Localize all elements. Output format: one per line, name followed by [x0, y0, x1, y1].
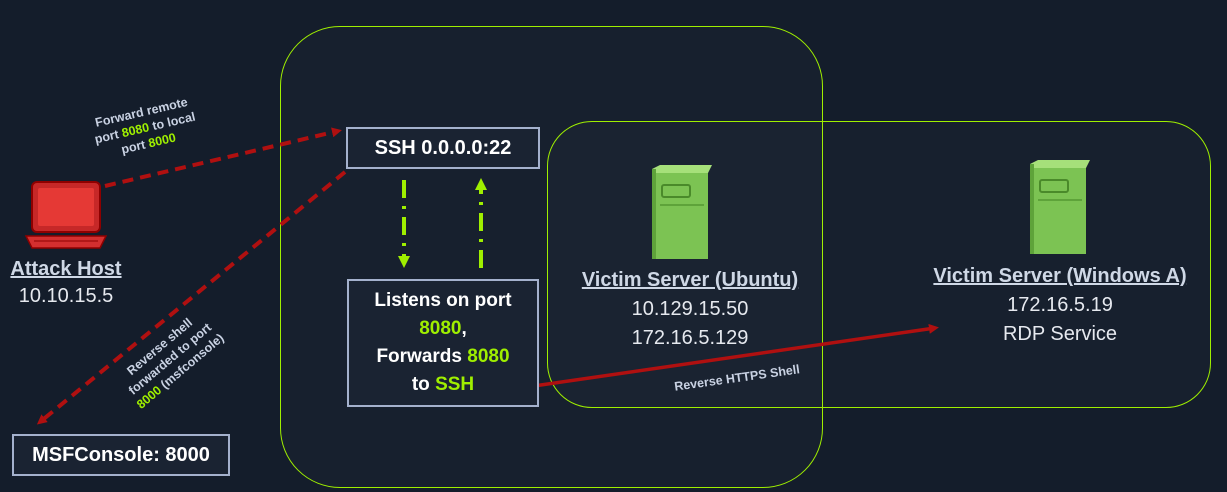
internal-network-zone	[547, 121, 1211, 408]
ubuntu-ip-1: 10.129.15.50	[631, 298, 749, 320]
listen-box: Listens on port 8080, Forwards 8080 to S…	[347, 279, 539, 407]
ubuntu-title: Victim Server (Ubuntu)	[581, 269, 799, 291]
listen-line-4: to SSH	[411, 374, 475, 395]
laptop-icon	[24, 181, 108, 249]
server-icon	[652, 165, 712, 259]
ssh-box: SSH 0.0.0.0:22	[346, 127, 540, 169]
pivot-zone	[280, 26, 823, 488]
attack-host-title: Attack Host	[10, 258, 122, 280]
reverse-shell-arrow	[36, 170, 347, 425]
listen-line-1: Listens on port	[374, 290, 512, 311]
listen-line-3: Forwards 8080	[376, 346, 510, 367]
ssh-box-label: SSH 0.0.0.0:22	[374, 137, 512, 159]
server-icon	[1030, 160, 1090, 254]
ubuntu-ip-2: 172.16.5.129	[631, 327, 749, 349]
msfconsole-box-label: MSFConsole: 8000	[32, 444, 210, 466]
listen-line-2: 8080,	[419, 318, 467, 339]
windows-title: Victim Server (Windows A)	[933, 265, 1187, 287]
windows-service: RDP Service	[1002, 323, 1118, 345]
reverse-https-arrow	[513, 323, 939, 394]
windows-ip: 172.16.5.19	[1007, 294, 1113, 316]
msfconsole-box: MSFConsole: 8000	[12, 434, 230, 476]
attack-host-ip: 10.10.15.5	[18, 285, 114, 307]
forward-remote-arrow	[104, 127, 342, 188]
